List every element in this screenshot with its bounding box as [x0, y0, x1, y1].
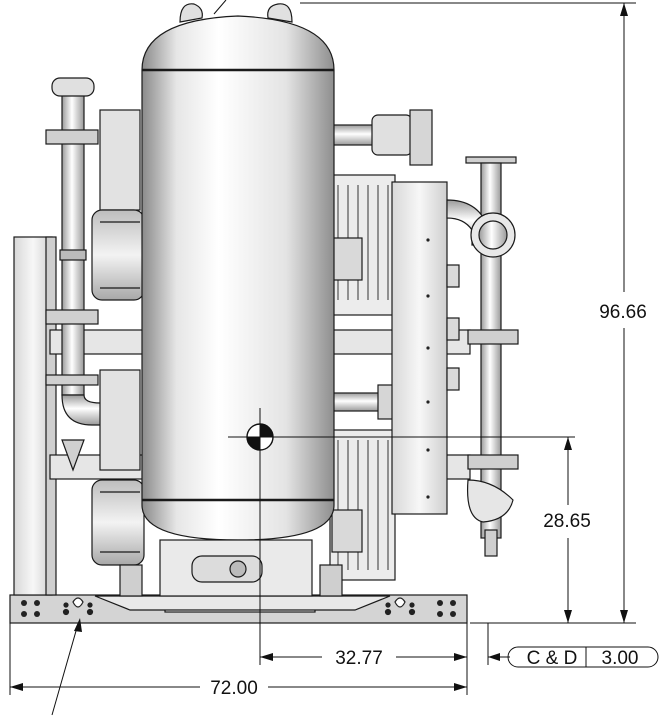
left-frame-post — [13, 236, 57, 596]
lifting-point-leader — [51, 618, 82, 716]
mid-right-valve — [329, 384, 397, 420]
dim-overall-width-label: 72.00 — [210, 678, 258, 699]
upper-left-blower — [91, 109, 145, 301]
dim-cg-offset-label: 32.77 — [335, 648, 383, 669]
dim-cg-height — [564, 437, 572, 623]
lifting-lug-right — [384, 597, 416, 616]
base-skid — [9, 594, 468, 624]
dim-cg-height-label: 28.65 — [543, 511, 591, 532]
skid-bolt-holes — [21, 600, 456, 617]
upper-right-valve — [329, 109, 433, 166]
dim-overall-height-label: 96.66 — [599, 302, 647, 323]
center-of-gravity-marker — [228, 408, 575, 665]
control-panel — [391, 181, 460, 515]
clearance-label: C & D — [527, 648, 578, 669]
clearance-value: 3.00 — [602, 648, 639, 669]
right-vertical-pipe — [446, 156, 519, 557]
tank-top-lugs — [179, 3, 293, 23]
dim-cg-offset — [260, 623, 468, 695]
dim-overall-height — [300, 2, 636, 624]
dim-overall-width — [9, 623, 467, 695]
lower-left-blower — [91, 369, 145, 566]
top-lug-leader — [213, 0, 227, 15]
right-blower-upper — [329, 174, 396, 316]
lifting-lug-left — [62, 597, 94, 616]
right-blower-lower — [329, 429, 396, 581]
air-receiver-tank — [119, 3, 343, 597]
clearance-callout — [487, 623, 659, 668]
